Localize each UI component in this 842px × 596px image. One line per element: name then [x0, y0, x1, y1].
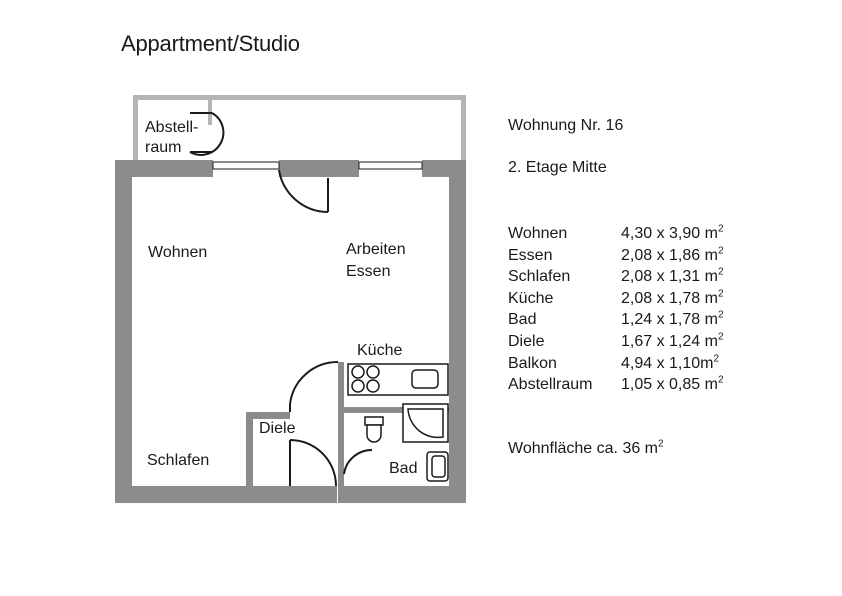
total-living-area: Wohnfläche ca. 36 m2 — [508, 438, 664, 457]
label-wohnen: Wohnen — [148, 244, 207, 261]
label-bad: Bad — [389, 460, 417, 477]
page-title: Appartment/Studio — [121, 31, 300, 56]
label-schlafen: Schlafen — [147, 452, 209, 469]
apartment-number: Wohnung Nr. 16 — [508, 117, 624, 134]
windows — [212, 161, 423, 170]
label-arbeiten: Arbeiten — [346, 241, 406, 258]
label-essen: Essen — [346, 263, 390, 280]
label-abstellraum-1: Abstell- — [145, 119, 198, 136]
interior-walls — [246, 362, 449, 486]
kitchen-counter — [347, 363, 449, 396]
label-abstellraum-2: raum — [145, 139, 181, 156]
apartment-floor: 2. Etage Mitte — [508, 159, 607, 176]
outer-walls — [115, 160, 466, 503]
label-diele: Diele — [259, 420, 296, 437]
balcony-outline — [133, 95, 466, 161]
bathroom-fixtures — [364, 403, 449, 482]
label-kueche: Küche — [357, 342, 402, 359]
doors — [189, 112, 373, 487]
